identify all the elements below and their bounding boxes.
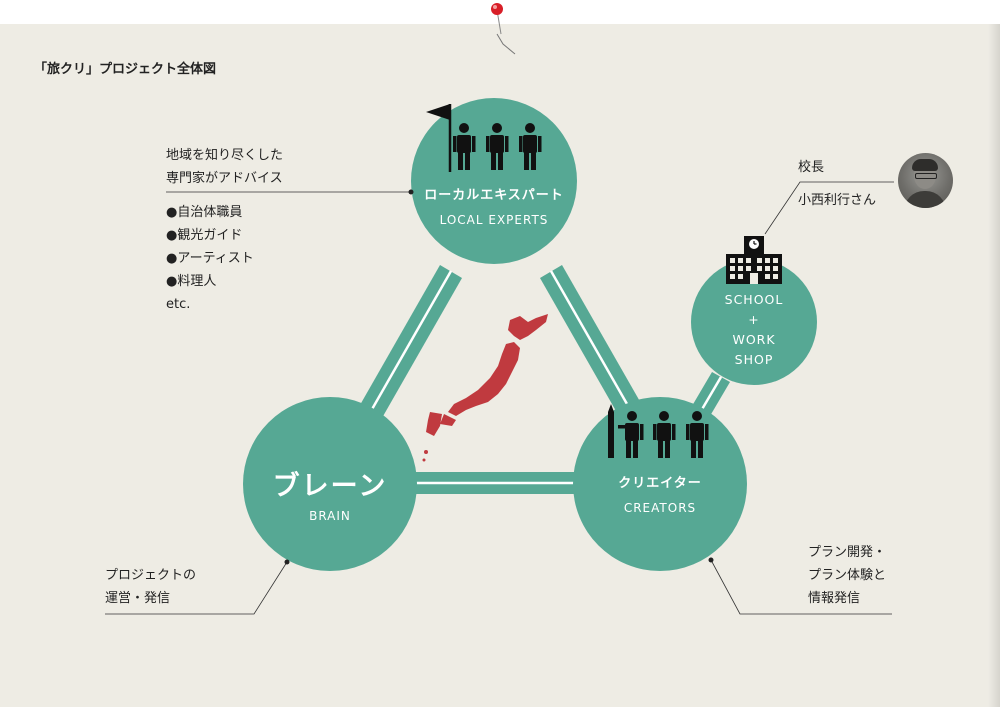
school-line2: + — [748, 312, 760, 327]
callout-lines — [105, 181, 894, 615]
school-line3: WORK — [732, 332, 776, 347]
person-icon — [453, 123, 476, 170]
school-line4: SHOP — [734, 352, 774, 367]
creators-note-line2: プラン体験と — [808, 568, 887, 583]
principal-note: 校長 小西利行さん — [798, 151, 876, 217]
principal-name: 小西利行さん — [798, 193, 877, 208]
school-label: SCHOOL + WORK SHOP — [704, 290, 804, 370]
brain-jp: ブレーン — [272, 471, 388, 502]
local-experts-note: 地域を知り尽くした 専門家がアドバイス — [166, 144, 283, 190]
connector-brain-creators — [408, 472, 588, 494]
list-item: ●自治体職員 — [166, 205, 243, 220]
brain-circle — [243, 397, 417, 571]
list-item: etc. — [166, 297, 191, 312]
school-building-icon — [726, 236, 782, 284]
local-experts-circle — [411, 98, 577, 264]
local-experts-list: ●自治体職員 ●観光ガイド ●アーティスト ●料理人 etc. — [166, 201, 254, 316]
person-icon — [618, 411, 644, 458]
connector-local-creators — [540, 265, 642, 418]
list-item: ●アーティスト — [166, 251, 254, 266]
brain-note: プロジェクトの 運営・発信 — [105, 564, 196, 610]
school-circle — [691, 259, 817, 385]
person-icon — [653, 411, 676, 458]
list-item: ●観光ガイド — [166, 228, 243, 243]
pin-icon — [491, 3, 516, 55]
callout-dots — [284, 189, 714, 565]
person-icon — [519, 123, 542, 170]
avatar — [898, 153, 953, 208]
brain-note-line2: 運営・発信 — [105, 591, 171, 606]
person-icon — [686, 411, 709, 458]
principal-role: 校長 — [798, 160, 825, 175]
school-line1: SCHOOL — [724, 292, 784, 307]
page-title: 「旅クリ」プロジェクト全体図 — [34, 62, 217, 77]
creators-note-line1: プラン開発・ — [808, 545, 887, 560]
japan-map-icon — [422, 314, 548, 462]
brain-note-line1: プロジェクトの — [105, 568, 197, 583]
local-experts-label: ローカルエキスパート LOCAL EXPERTS — [414, 184, 574, 227]
flag-icon — [426, 104, 452, 172]
local-note-line1: 地域を知り尽くした — [166, 148, 284, 163]
creators-note: プラン開発・ プラン体験と 情報発信 — [808, 541, 886, 610]
local-note-line2: 専門家がアドバイス — [166, 171, 283, 186]
pencil-icon — [608, 404, 614, 458]
creators-en: CREATORS — [623, 501, 697, 515]
local-experts-jp: ローカルエキスパート — [424, 188, 564, 203]
brain-en: BRAIN — [309, 509, 351, 523]
connector-local-brain — [360, 265, 462, 418]
creators-circle — [573, 397, 747, 571]
list-item: ●料理人 — [166, 274, 217, 289]
creators-note-line3: 情報発信 — [808, 591, 861, 606]
local-experts-en: LOCAL EXPERTS — [439, 213, 549, 227]
creators-jp: クリエイター — [618, 476, 702, 491]
creators-label: クリエイター CREATORS — [580, 472, 740, 515]
connector-school-creators — [692, 372, 730, 416]
brain-label: ブレーン BRAIN — [250, 464, 410, 523]
person-icon — [486, 123, 509, 170]
